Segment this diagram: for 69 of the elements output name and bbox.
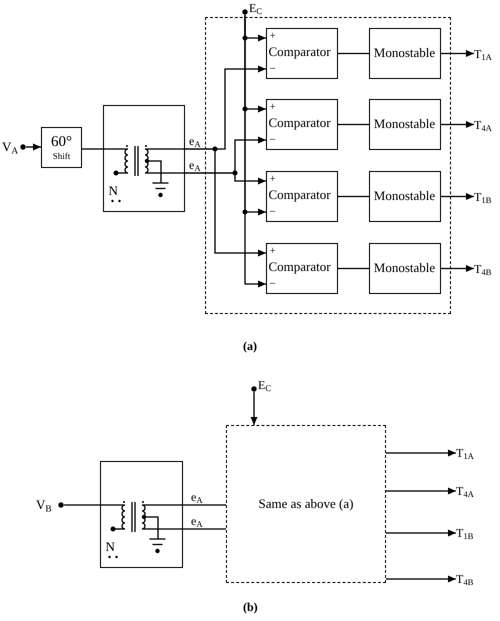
arrow: [386, 488, 456, 494]
arrow: [26, 144, 41, 150]
input-sign: +: [270, 246, 276, 256]
input-sign: +: [270, 102, 276, 112]
subfigure-label: (a): [243, 340, 257, 352]
output-label: T$_{1A}$: [456, 446, 474, 460]
arrow: [250, 392, 258, 425]
enclosure-frame: [205, 17, 451, 314]
subfigure-label: (b): [243, 601, 258, 613]
transformer-block: [100, 461, 183, 568]
monostable-block: [368, 98, 440, 150]
block-label: Monostable: [374, 260, 436, 276]
arrow: [441, 265, 474, 272]
arrow: [386, 530, 456, 536]
arrow: [386, 576, 456, 582]
output-label: T$_{4A}$: [474, 118, 492, 132]
comparator-block: [266, 170, 338, 222]
comparator-block: [266, 98, 338, 150]
block-label: Comparator: [268, 116, 331, 129]
comparator-block: [266, 28, 338, 78]
enclosure-frame: [226, 425, 386, 583]
block-label: Monostable: [374, 46, 436, 60]
comparator-block: [266, 242, 338, 294]
output-label: T$_{1B}$: [474, 190, 492, 204]
phase-angle-label: 60°: [51, 134, 72, 151]
arrow: [441, 193, 474, 200]
arrow: [185, 148, 266, 256]
transformer-block: [103, 105, 185, 212]
wire: [338, 268, 369, 270]
output-label: T$_{4B}$: [474, 262, 492, 276]
input-sign: −: [270, 64, 276, 74]
block-label: Comparator: [268, 45, 331, 58]
output-label: T$_{1A}$: [474, 46, 492, 60]
output-label: T$_{1B}$: [456, 526, 474, 540]
wire: [338, 196, 369, 198]
terminal-label: E$_{C}$: [249, 2, 262, 15]
wire: [183, 504, 226, 506]
arrow: [441, 121, 474, 128]
input-sign: +: [270, 174, 276, 184]
note-text: Same as above (a): [258, 496, 354, 512]
monostable-block: [368, 242, 440, 294]
arrow: [441, 50, 474, 57]
arrow: [185, 172, 266, 184]
terminal-label: V$_{B}$: [36, 498, 52, 512]
input-sign: −: [270, 206, 276, 218]
terminal-label: N: [106, 540, 115, 552]
wire: [338, 124, 369, 126]
output-label: T$_{4A}$: [456, 484, 474, 498]
wire: [183, 528, 226, 530]
terminal-label: E$_{C}$: [258, 379, 272, 392]
wire: [64, 504, 100, 506]
terminal-label: N: [108, 184, 118, 196]
output-label: T$_{4B}$: [456, 572, 474, 586]
monostable-block: [368, 170, 440, 222]
block-label: Monostable: [374, 116, 436, 132]
input-sign: +: [270, 30, 276, 42]
arrow: [244, 15, 266, 288]
block-label: Monostable: [374, 188, 436, 204]
arrow: [386, 450, 456, 456]
wire: [82, 148, 103, 150]
block-label: Comparator: [268, 260, 331, 273]
phase-shift-block: [41, 127, 82, 168]
block-label: Comparator: [268, 188, 331, 201]
block-label: Shift: [52, 150, 70, 162]
monostable-block: [368, 28, 440, 78]
input-sign: −: [270, 134, 276, 146]
wire: [338, 52, 369, 54]
input-sign: −: [270, 278, 276, 290]
terminal-label: V$_{A}$: [2, 140, 18, 154]
